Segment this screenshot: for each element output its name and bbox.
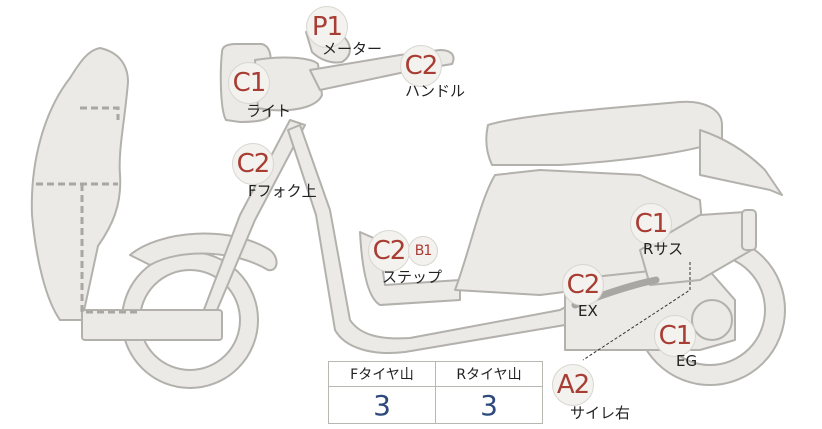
tire-tread-table: Fタイヤ山 Rタイヤ山 3 3 (328, 361, 543, 424)
part-label-light: ライト (246, 102, 292, 120)
floor-step (359, 231, 461, 306)
part-label-eg: EG (676, 352, 698, 370)
part-label-meter: メーター (322, 40, 383, 58)
front-tread-header: Fタイヤ山 (328, 361, 436, 387)
part-label-ffork: Fフォク上 (248, 182, 317, 200)
grade-badge-handle: C2 (400, 45, 442, 87)
rear-tread-header: Rタイヤ山 (435, 361, 543, 387)
part-label-ex: EX (578, 302, 598, 320)
rear-tread-value: 3 (435, 386, 543, 424)
grade-badge-ffork: C2 (232, 143, 274, 185)
tail-cowl (699, 129, 783, 196)
grade-badge-side: A2 (552, 364, 594, 406)
grade-badge-ex: C2 (562, 264, 604, 306)
head-cowl (254, 56, 323, 112)
part-label-handle: ハンドル (405, 82, 466, 100)
front-tread-value: 3 (328, 386, 436, 424)
seat (485, 100, 723, 166)
grade-badge-step: C2 (368, 230, 410, 272)
grade-badge-light: C1 (228, 62, 270, 104)
floor-panel (81, 309, 223, 341)
grade-badge-rsus: C1 (630, 203, 672, 245)
front-fairing (30, 47, 129, 321)
grade-badge-step-secondary: B1 (408, 236, 438, 266)
part-label-step: ステップ (382, 268, 443, 286)
part-label-side: サイレ右 (570, 404, 631, 422)
part-label-rsus: Rサス (643, 240, 684, 258)
grade-badge-eg: C1 (654, 315, 696, 357)
grade-badge-meter: P1 (306, 6, 348, 48)
